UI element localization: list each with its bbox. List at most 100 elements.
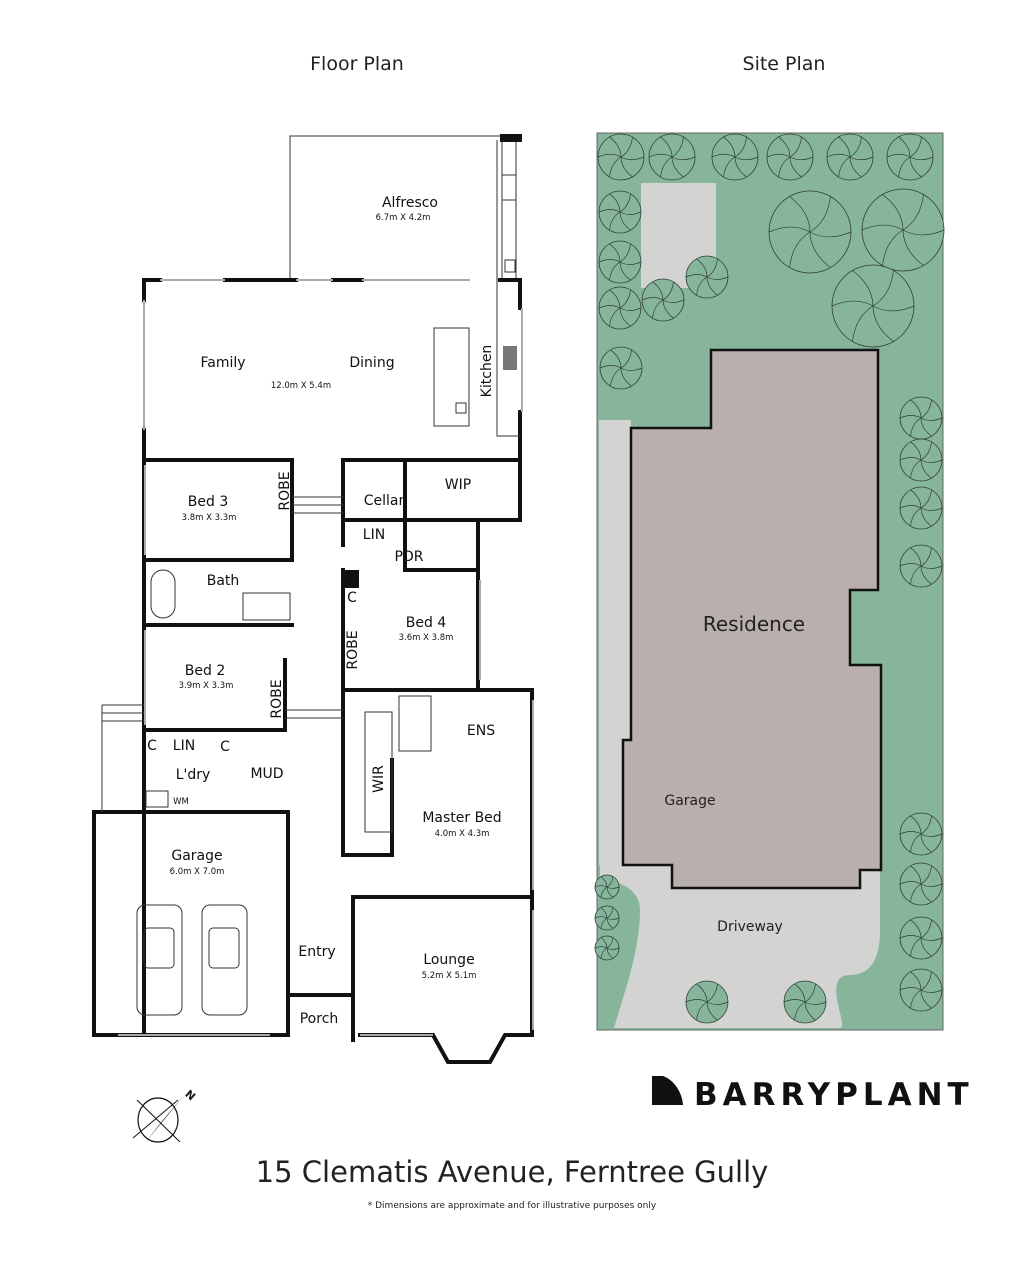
bbq-bench (501, 142, 517, 278)
tree-icon (861, 188, 945, 272)
tree-icon (899, 916, 943, 960)
living-walls (142, 278, 522, 1037)
tree-icon (826, 133, 874, 181)
room-label: ROBE (345, 630, 361, 669)
room-label: LIN (363, 527, 385, 543)
living-windows (143, 279, 523, 430)
floor-plan: Alfresco 6.7m X 4.2m Family Dining 12.0m… (92, 134, 534, 1064)
room-label: Family (200, 355, 245, 371)
room-label: Lounge (423, 952, 474, 968)
room-label: WIR (371, 765, 387, 793)
room-label: Dining (349, 355, 394, 371)
tree-icon (766, 133, 814, 181)
room-label: Master Bed (422, 810, 501, 826)
tree-icon (899, 486, 943, 530)
laundry-tub-icon (145, 790, 169, 808)
tree-icon (597, 133, 645, 181)
tree-icon (899, 544, 943, 588)
logo-mark-icon (652, 1076, 683, 1105)
tree-icon (594, 905, 620, 931)
tree-icon (899, 968, 943, 1012)
tree-icon (594, 935, 620, 961)
tree-icon (598, 190, 642, 234)
disclaimer: * Dimensions are approximate and for ill… (368, 1201, 657, 1211)
room-dims: 3.6m X 3.8m (399, 633, 454, 643)
room-label: C (347, 590, 357, 606)
room-label: ROBE (269, 679, 285, 718)
tree-icon (685, 980, 729, 1024)
room-dims: 5.2m X 5.1m (422, 971, 477, 981)
site-plan-heading: Site Plan (743, 53, 826, 75)
sink-icon (455, 402, 467, 414)
tree-icon (598, 240, 642, 284)
tree-icon (899, 862, 943, 906)
kitchen-bench (496, 140, 520, 437)
floor-plan-heading: Floor Plan (310, 53, 404, 75)
car-icon (136, 904, 183, 1016)
room-label: MUD (250, 766, 283, 782)
room-label: L'dry (176, 767, 211, 783)
room-label: Cellar (364, 493, 405, 509)
barryplant-logo: BARRYPLANT (652, 1076, 974, 1113)
tree-icon (783, 980, 827, 1024)
compass-north-label: N (183, 1087, 198, 1103)
room-label: Bed 2 (185, 663, 225, 679)
room-label: ENS (467, 723, 495, 739)
tree-icon (641, 278, 685, 322)
tree-icon (899, 396, 943, 440)
room-label: Alfresco (382, 195, 438, 211)
alfresco-column (500, 134, 522, 142)
alfresco-outline (289, 135, 520, 280)
tree-icon (594, 874, 620, 900)
room-label: ROBE (277, 471, 293, 510)
tree-icon (899, 812, 943, 856)
site-plan: Residence Garage Driveway (594, 132, 945, 1031)
trees (594, 133, 945, 1024)
lounge-bay-window (351, 1033, 534, 1064)
shower-icon (242, 592, 291, 621)
driveway-label: Driveway (717, 919, 783, 935)
room-label: Bath (207, 573, 240, 589)
room-dims: 3.9m X 3.3m (179, 681, 234, 691)
tree-icon (831, 264, 915, 348)
brand-name: BARRYPLANT (694, 1077, 974, 1113)
room-label: LIN (173, 738, 195, 754)
room-label: Kitchen (479, 345, 495, 398)
cooktop-icon (503, 346, 517, 370)
room-label: PDR (395, 549, 424, 565)
wir-shelf (364, 711, 393, 833)
north-compass-icon: N (132, 1087, 198, 1143)
room-label: C (147, 738, 157, 754)
tree-icon (886, 133, 934, 181)
ens-bath-icon (398, 695, 432, 752)
room-label: Bed 3 (188, 494, 228, 510)
kitchen-island (433, 327, 470, 427)
tree-icon (599, 346, 643, 390)
room-label: WIP (445, 477, 471, 493)
steps (101, 496, 343, 812)
column (341, 570, 359, 588)
tree-icon (899, 438, 943, 482)
room-dims: 4.0m X 4.3m (435, 829, 490, 839)
tree-icon (768, 190, 852, 274)
tree-icon (685, 255, 729, 299)
room-label: WM (173, 797, 189, 807)
room-label: Entry (298, 944, 335, 960)
room-label: Bed 4 (406, 615, 447, 631)
residence-label: Residence (703, 612, 805, 636)
tree-icon (598, 286, 642, 330)
car-icon (201, 904, 248, 1016)
residence-footprint (621, 348, 883, 890)
site-garage-label: Garage (664, 793, 715, 809)
room-label: Porch (300, 1011, 339, 1027)
windows (118, 465, 534, 1036)
property-address: 15 Clematis Avenue, Ferntree Gully (256, 1155, 769, 1189)
room-dims: 3.8m X 3.3m (182, 513, 237, 523)
tree-icon (711, 133, 759, 181)
room-dims: 6.7m X 4.2m (376, 213, 431, 223)
tree-icon (648, 133, 696, 181)
room-label: C (220, 739, 230, 755)
bathtub-icon (150, 569, 176, 619)
room-dims: 6.0m X 7.0m (170, 867, 225, 877)
